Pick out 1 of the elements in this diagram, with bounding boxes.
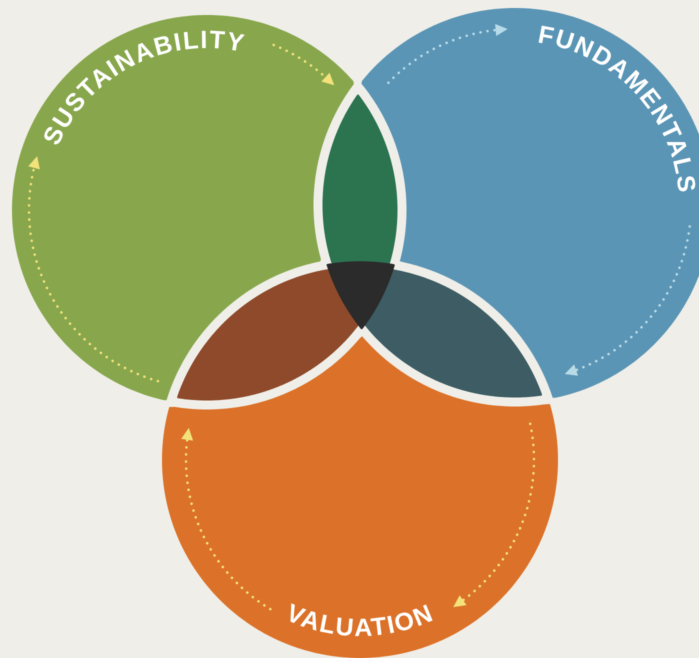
circle-label: VALUATION xyxy=(282,598,438,642)
